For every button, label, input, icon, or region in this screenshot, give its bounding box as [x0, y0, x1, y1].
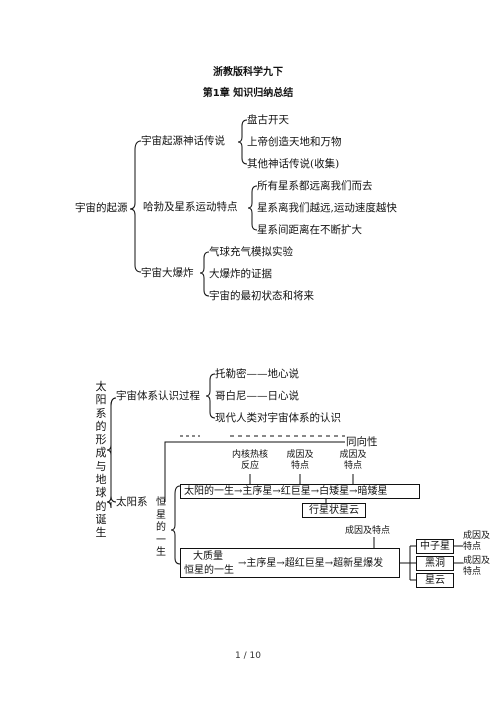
- bigbang-item: 大爆炸的证据: [209, 268, 272, 280]
- bigbang-item: 气球充气模拟实验: [209, 246, 293, 258]
- solar-root-vertical: 太阳系的形成与地球的诞生: [95, 380, 107, 540]
- planetary-nebula-box: 行星状星云: [302, 503, 366, 518]
- hubble-item: 星系间距离在不断扩大: [257, 224, 362, 236]
- star-life-vertical: 恒星的一生: [156, 497, 166, 558]
- cause-label-3: 成因及特点: [345, 526, 391, 536]
- cause-label-2: 成因及特点: [339, 450, 367, 471]
- massive-chain: →主序星→超红巨星→超新星爆发: [238, 558, 384, 569]
- universe-item: 托勒密——地心说: [215, 368, 299, 380]
- massive-prefix: 大质量: [193, 551, 223, 562]
- document-title: 浙教版科学九下: [213, 67, 283, 78]
- solar-system-branch: 太阳系: [116, 496, 148, 508]
- universe-system-branch: 宇宙体系认识过程: [116, 390, 200, 402]
- hubble-item: 星系离我们越远,运动速度越快: [257, 202, 397, 214]
- universe-item: 哥白尼——日心说: [215, 390, 299, 402]
- myth-item: 其他神话传说(收集): [247, 158, 340, 170]
- core-fusion-label: 内核热核反应: [232, 450, 269, 471]
- myth-branch: 宇宙起源神话传说: [141, 135, 225, 147]
- page-number: 1 / 10: [235, 651, 261, 661]
- neutron-star-note: 成因及特点: [463, 531, 491, 552]
- chapter-title: 第1章 知识归纳总结: [202, 88, 294, 99]
- myth-item: 上帝创造天地和万物: [247, 136, 342, 148]
- black-hole-note: 成因及特点: [463, 556, 491, 577]
- massive-star-box: 大质量 恒星的一生 →主序星→超红巨星→超新星爆发: [180, 548, 400, 578]
- origin-root: 宇宙的起源: [75, 202, 128, 214]
- hubble-item: 所有星系都远离我们而去: [257, 180, 373, 192]
- universe-item: 现代人类对宇宙体系的认识: [215, 412, 341, 424]
- sun-life-box: 太阳的一生→主序星→红巨星→白矮星→暗矮星: [180, 484, 420, 499]
- hubble-branch: 哈勃及星系运动特点: [143, 201, 238, 213]
- myth-item: 盘古开天: [247, 114, 289, 126]
- bigbang-item: 宇宙的最初状态和将来: [209, 290, 314, 302]
- massive-star-label: 恒星的一生: [184, 565, 234, 576]
- neutron-star-box: 中子星: [416, 539, 454, 554]
- bigbang-branch: 宇宙大爆炸: [141, 267, 194, 279]
- nebula-box: 星云: [416, 573, 454, 588]
- same-direction-label: 同向性: [346, 436, 378, 448]
- black-hole-box: 黑洞: [416, 556, 454, 571]
- cause-label-1: 成因及特点: [286, 450, 314, 471]
